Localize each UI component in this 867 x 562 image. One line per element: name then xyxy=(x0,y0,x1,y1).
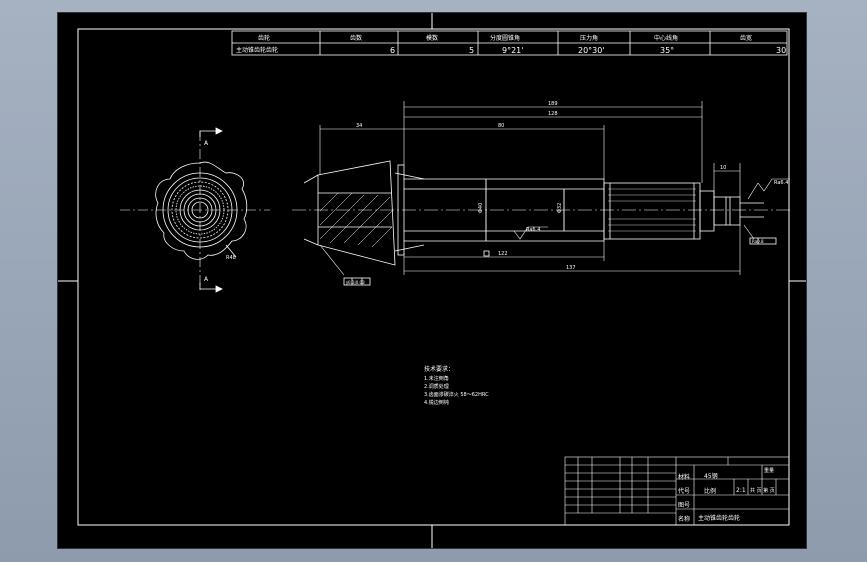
params-header-face-width: 齿宽 xyxy=(740,34,752,42)
gear-params-table: 齿轮 齿数 模数 分度圆锥角 压力角 中心线角 齿宽 主动锥齿轮齿轮 6 5 9… xyxy=(231,30,788,56)
params-value-face-width: 30 xyxy=(776,46,786,55)
title-block-code-label: 代号 xyxy=(678,487,690,495)
dim-small-10: 10 xyxy=(720,165,726,171)
tech-req-title: 技术要求： xyxy=(424,365,454,373)
params-value-centerline-angle: 35° xyxy=(660,46,674,55)
inner-frame xyxy=(77,28,790,526)
dim-diameter-a: Φ40 xyxy=(478,203,484,213)
title-block-material-label: 材料 xyxy=(678,473,690,481)
params-value-gear: 主动锥齿轮齿轮 xyxy=(236,46,278,54)
section-mark-bottom: A xyxy=(204,276,209,283)
dim-overall-length: 189 xyxy=(548,101,558,107)
title-block-sheets: 共 页 第 页 xyxy=(750,487,775,494)
dim-length-128: 128 xyxy=(548,111,558,117)
params-header-gear: 齿轮 xyxy=(258,34,270,42)
tech-req-line-1: 1.未注倒角 xyxy=(424,375,449,382)
dim-diameter-b: Φ32 xyxy=(557,203,563,213)
params-header-pitch-angle: 分度圆锥角 xyxy=(490,34,520,42)
tolerance-frame: ∥0.1|0.03 xyxy=(346,280,365,285)
title-block-scale-value: 2:1 xyxy=(736,487,746,494)
params-header-pressure-angle: 压力角 xyxy=(580,34,598,42)
title-block-drawing-no-label: 图号 xyxy=(678,502,690,509)
params-header-module: 模数 xyxy=(426,34,438,42)
params-value-teeth: 6 xyxy=(390,46,395,55)
params-value-module: 5 xyxy=(469,46,474,55)
section-mark-top: A xyxy=(204,140,209,147)
drawing-canvas: 齿轮 齿数 模数 分度圆锥角 压力角 中心线角 齿宽 主动锥齿轮齿轮 6 5 9… xyxy=(58,13,806,548)
drawing-sheet: 齿轮 齿数 模数 分度圆锥角 压力角 中心线角 齿宽 主动锥齿轮齿轮 6 5 9… xyxy=(57,12,807,549)
dim-length-137: 137 xyxy=(566,265,576,271)
roughness-symbol-2: Ra6.4 xyxy=(774,180,788,186)
params-header-teeth: 齿数 xyxy=(350,34,362,42)
params-header-centerline-angle: 中心线角 xyxy=(654,34,678,42)
title-block-weight-label: 重量 xyxy=(764,467,774,474)
tech-req-line-3: 3.齿面渗碳淬火 58～62HRC xyxy=(424,391,489,398)
title-block-scale-label: 比例 xyxy=(704,487,716,495)
roughness-symbol-1: Ra6.4 xyxy=(526,227,540,233)
title-block xyxy=(564,456,790,526)
title-block-material-value: 45钢 xyxy=(704,472,718,480)
roughness-symbol-3: Ra0.8 xyxy=(752,239,764,244)
gear-end-view xyxy=(120,127,270,293)
end-view-dim-label: R48 xyxy=(226,255,236,261)
tech-req-line-2: 2.调质处理 xyxy=(424,383,449,390)
params-value-pressure-angle: 20°30' xyxy=(578,46,605,55)
dim-length-80: 80 xyxy=(498,123,504,129)
title-block-name-label: 名称 xyxy=(678,515,690,523)
params-value-pitch-angle: 9°21' xyxy=(502,46,523,55)
title-block-name-value: 主动锥齿轮齿轮 xyxy=(698,514,740,522)
tech-req-line-4: 4.锐边倒钝 xyxy=(424,399,449,406)
dim-cone-length: 34 xyxy=(356,123,362,129)
pinion-shaft-side-view xyxy=(292,101,790,286)
dim-length-122: 122 xyxy=(498,251,508,257)
